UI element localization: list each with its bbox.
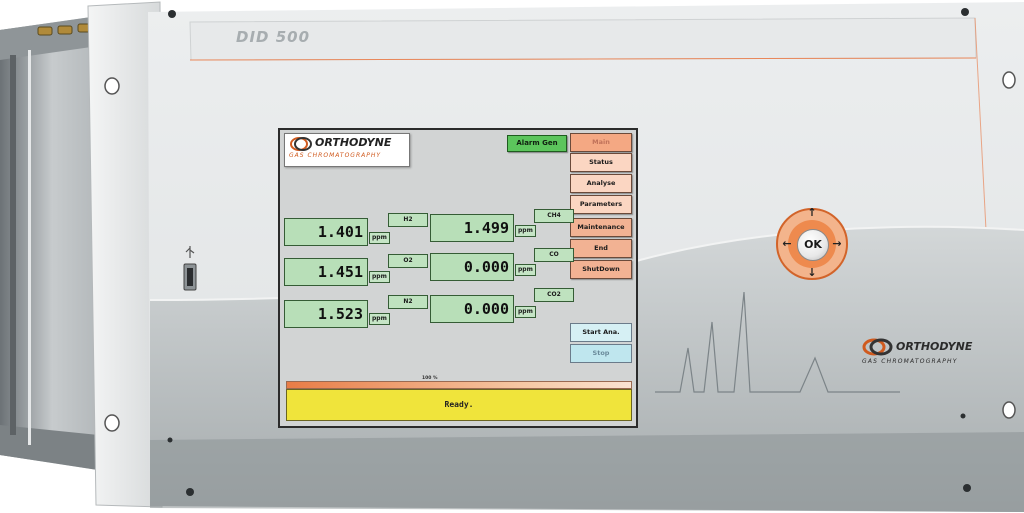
gas-label-h2: H2	[388, 213, 428, 227]
screen-logo: ORTHODYNE GAS CHROMATOGRAPHY	[284, 133, 410, 167]
menu-maintenance-button[interactable]: Maintenance	[570, 218, 632, 237]
status-bar: Ready.	[286, 389, 632, 421]
reading-value-o2: 1.451	[284, 258, 368, 286]
orthodyne-logo-icon	[290, 137, 312, 151]
arrow-down-icon[interactable]: ↓	[807, 266, 817, 279]
usb-port-icon	[183, 246, 197, 291]
menu-main-button[interactable]: Main	[570, 133, 632, 152]
menu-end-button[interactable]: End	[570, 239, 632, 258]
alarm-gen-button[interactable]: Alarm Gen	[507, 135, 567, 152]
arrow-left-icon[interactable]: ←	[782, 237, 792, 250]
start-analysis-button[interactable]: Start Ana.	[570, 323, 632, 342]
reading-value-co: 0.000	[430, 253, 514, 281]
ok-button[interactable]: OK	[797, 229, 829, 261]
reading-unit-o2: ppm	[369, 271, 390, 283]
gas-label-co2: CO2	[534, 288, 574, 302]
reading-value-n2: 1.523	[284, 300, 368, 328]
screen-logo-tagline: GAS CHROMATOGRAPHY	[289, 152, 382, 159]
reading-unit-co: ppm	[515, 264, 536, 276]
progress-bar	[286, 381, 632, 389]
menu-analyse-button[interactable]: Analyse	[570, 174, 632, 193]
menu-status-button[interactable]: Status	[570, 153, 632, 172]
reading-unit-n2: ppm	[369, 313, 390, 325]
arrow-up-icon[interactable]: ↑	[807, 206, 817, 219]
reading-unit-ch4: ppm	[515, 225, 536, 237]
gas-label-ch4: CH4	[534, 209, 574, 223]
reading-value-ch4: 1.499	[430, 214, 514, 242]
model-label: DID 500	[236, 28, 311, 46]
panel-brand-name: ORTHODYNE	[896, 340, 973, 353]
reading-unit-co2: ppm	[515, 306, 536, 318]
screen-logo-brand: ORTHODYNE	[315, 136, 392, 149]
panel-brand-tagline: GAS CHROMATOGRAPHY	[862, 358, 958, 365]
gas-label-co: CO	[534, 248, 574, 262]
stop-button[interactable]: Stop	[570, 344, 632, 363]
reading-value-h2: 1.401	[284, 218, 368, 246]
panel-brand-logo: ORTHODYNE GAS CHROMATOGRAPHY	[862, 338, 972, 365]
touchscreen: ORTHODYNE GAS CHROMATOGRAPHY Alarm Gen M…	[278, 128, 638, 428]
reading-unit-h2: ppm	[369, 232, 390, 244]
progress-percent: 100 %	[422, 376, 438, 381]
reading-value-co2: 0.000	[430, 295, 514, 323]
arrow-right-icon[interactable]: →	[832, 237, 842, 250]
gas-label-o2: O2	[388, 254, 428, 268]
gas-label-n2: N2	[388, 295, 428, 309]
orthodyne-logo-icon	[862, 338, 893, 356]
menu-parameters-button[interactable]: Parameters	[570, 195, 632, 214]
menu-shutdown-button[interactable]: ShutDown	[570, 260, 632, 279]
